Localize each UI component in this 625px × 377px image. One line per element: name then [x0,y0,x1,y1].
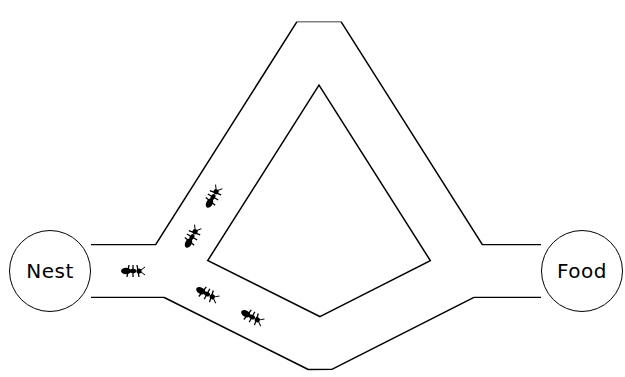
place-circle: Food [541,230,623,312]
corridor [91,36,541,271]
corridor [91,271,541,346]
corridor-floor [91,36,541,271]
ant [194,283,221,305]
place-circle: Nest [9,230,91,312]
corridor-wall [91,36,541,271]
place-label: Food [557,259,607,283]
corridor-floor [91,271,541,346]
place-label: Nest [26,259,74,283]
ant [239,306,266,328]
corridor-wall [91,271,541,346]
corridor-walls [91,36,541,346]
ant [121,265,145,277]
ant [181,224,203,251]
ant [202,184,224,211]
